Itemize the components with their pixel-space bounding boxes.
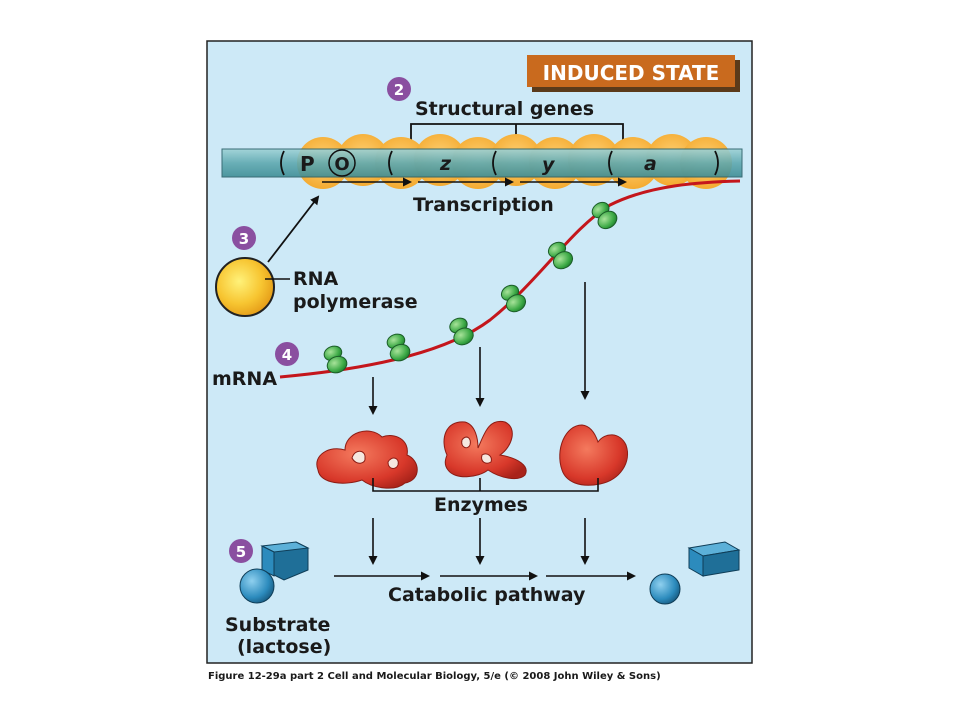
step-badge-5: 5 [229,539,253,563]
mrna-label: mRNA [212,368,277,390]
step-badge-3: 3 [232,226,256,250]
step-badge-4: 4 [275,342,299,366]
substrate-label-2: (lactose) [237,636,331,658]
ribosome [386,333,411,362]
svg-text:2: 2 [394,81,404,99]
gene-z-label: z [439,153,452,175]
structural-genes-label: Structural genes [415,98,594,120]
enzyme-1 [316,430,418,489]
promoter-label: P [300,152,315,176]
gene-dividers [280,150,719,176]
svg-text:4: 4 [282,346,292,364]
svg-text:3: 3 [239,230,249,248]
svg-text:5: 5 [236,543,246,561]
figure-caption: Figure 12-29a part 2 Cell and Molecular … [208,671,661,682]
enzyme-3 [559,424,628,486]
step-badge-2: 2 [387,77,411,101]
substrate-label-1: Substrate [225,614,330,636]
ribosome [547,241,574,270]
ribosome [591,201,618,230]
rna-polymerase-label-2: polymerase [293,291,418,313]
ribosome [449,317,474,346]
title-box: INDUCED STATE [527,55,740,92]
catalysis-arrows [368,518,590,565]
polymerase-to-promoter-arrow [267,195,320,263]
operator-label: O [334,154,349,175]
gene-a-label: a [644,153,657,175]
ribosome [323,345,348,374]
rna-polymerase [215,257,275,317]
enzyme-2 [443,420,527,480]
page-title: INDUCED STATE [543,61,720,85]
ribosomes [323,201,618,374]
enzymes-label: Enzymes [434,494,528,516]
rna-polymerase-label-1: RNA [293,268,339,290]
transcription-label: Transcription [413,194,554,216]
enzymes-bracket [372,478,599,492]
gene-y-label: y [542,154,556,176]
ribosome [500,284,527,313]
dna-strand [221,148,743,178]
substrate-lactose [239,541,310,604]
catabolic-pathway-label: Catabolic pathway [388,584,586,606]
operator-circle [328,149,356,177]
products [649,541,741,605]
translation-arrows [368,282,590,415]
